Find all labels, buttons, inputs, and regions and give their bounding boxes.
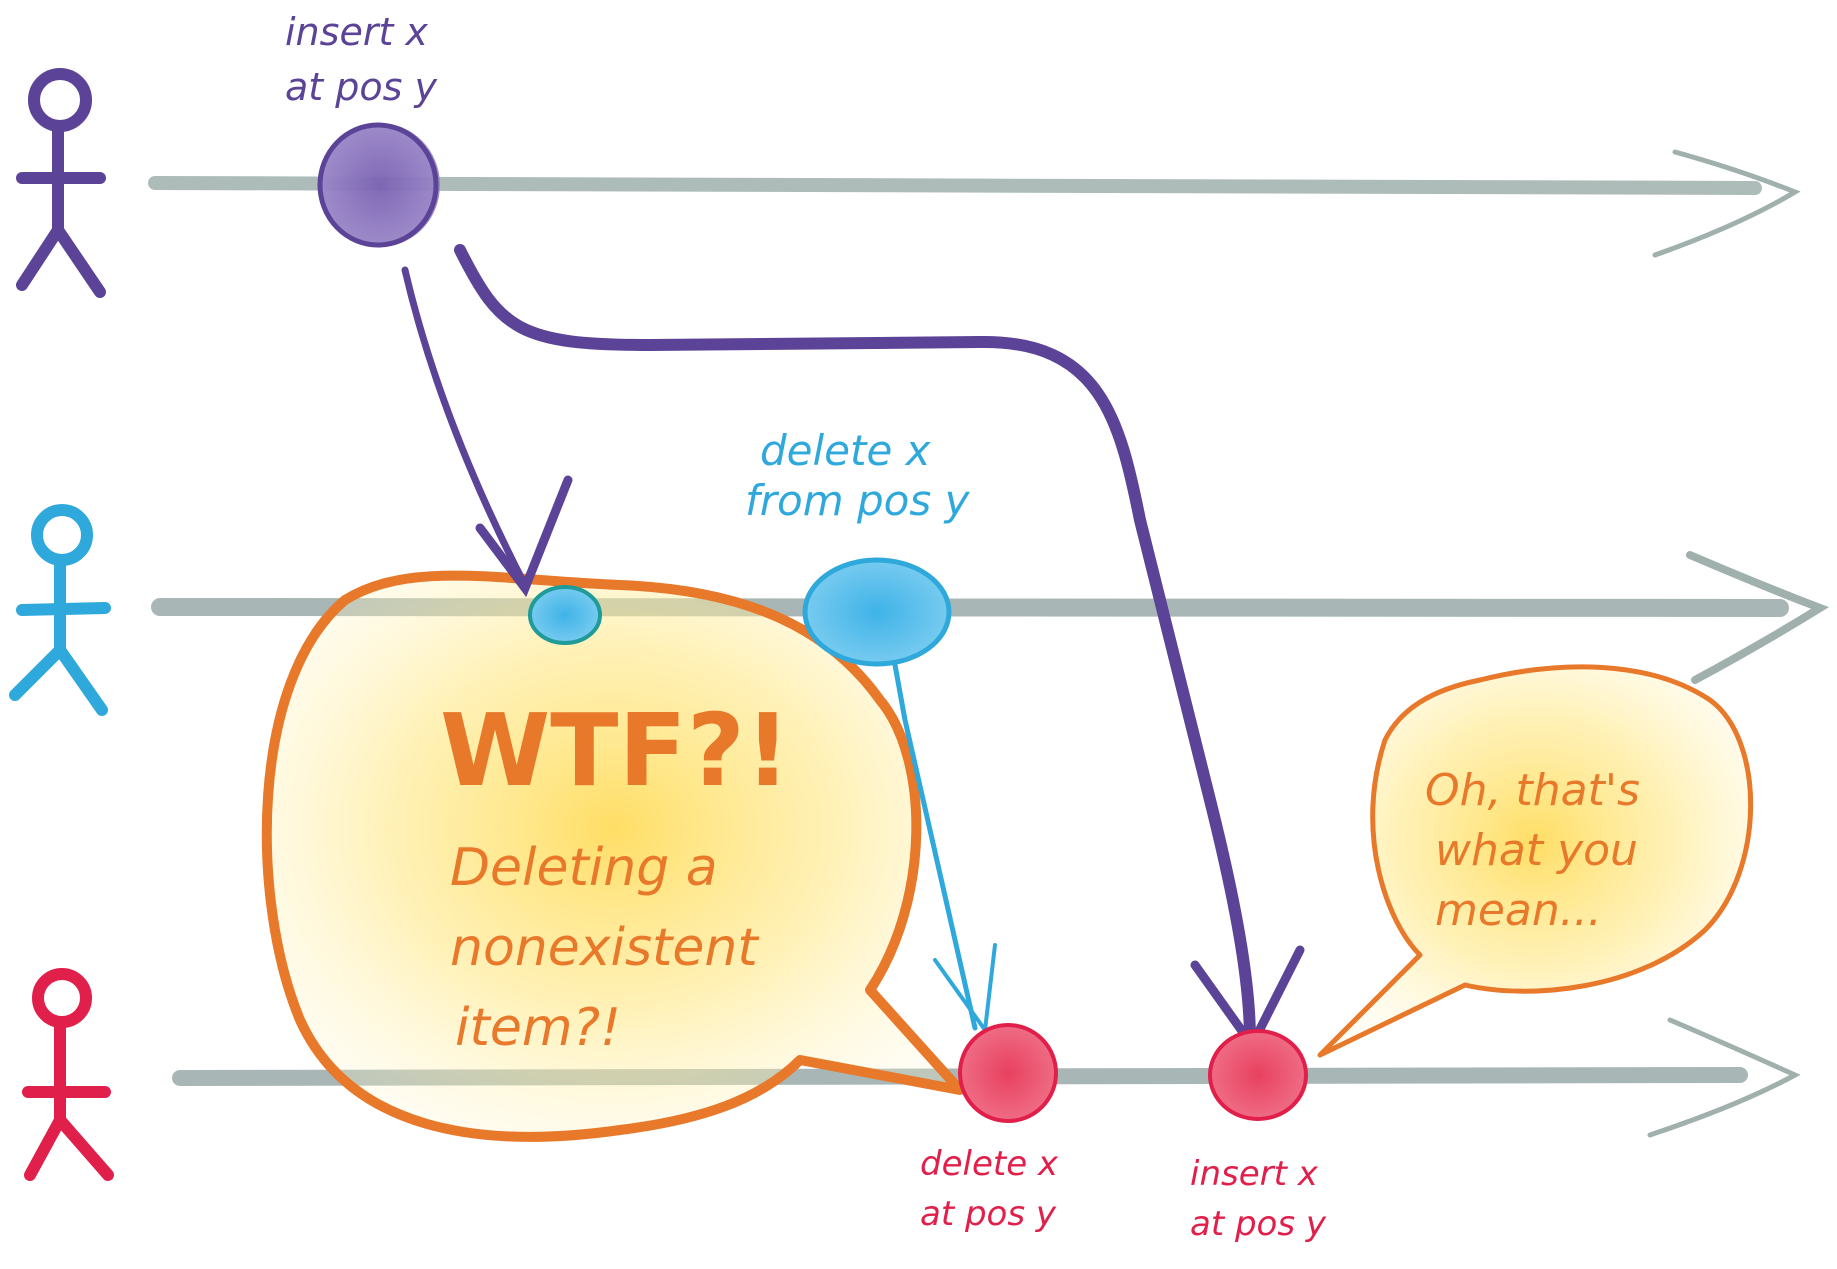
bubble-oh-line1: Oh, that's: [1425, 765, 1640, 816]
actor-red-head: [32, 968, 92, 1028]
op-dot-blue-received: [528, 585, 602, 645]
bubble-oh-line2: what you: [1435, 825, 1638, 876]
red-op1-label-line1: delete x: [920, 1144, 1059, 1184]
bubble-wtf-line3: item?!: [455, 998, 621, 1058]
op-dot-purple-insert: [317, 122, 440, 248]
blue-op-label-line2: from pos y: [745, 476, 971, 525]
op-dot-blue-delete: [802, 557, 952, 667]
blue-op-label-line1: delete x: [760, 426, 932, 475]
op-dot-red-delete: [958, 1023, 1058, 1123]
bubble-oh-line3: mean...: [1435, 885, 1602, 936]
purple-op-label-line1: insert x: [285, 10, 428, 54]
actor-purple-head: [28, 68, 92, 132]
actor-blue-head: [31, 504, 93, 566]
speech-bubble-wtf: [261, 570, 965, 1142]
speech-bubble-oh: [1317, 664, 1754, 1058]
red-op1-label-line2: at pos y: [920, 1194, 1057, 1234]
actor-blue-figure: [9, 504, 111, 716]
op-dot-red-insert: [1208, 1029, 1308, 1121]
bubble-wtf-line2: nonexistent: [450, 918, 759, 978]
arrow-purple-to-blue: [401, 266, 573, 598]
red-op2-label-line1: insert x: [1190, 1154, 1319, 1194]
actor-red-figure: [22, 968, 114, 1181]
bubble-wtf-title: WTF?!: [440, 692, 790, 809]
red-op2-label-line2: at pos y: [1190, 1204, 1327, 1244]
actor-purple-figure: [16, 68, 106, 298]
bubble-wtf-line1: Deleting a: [450, 838, 718, 898]
purple-op-label-line2: at pos y: [285, 65, 438, 109]
